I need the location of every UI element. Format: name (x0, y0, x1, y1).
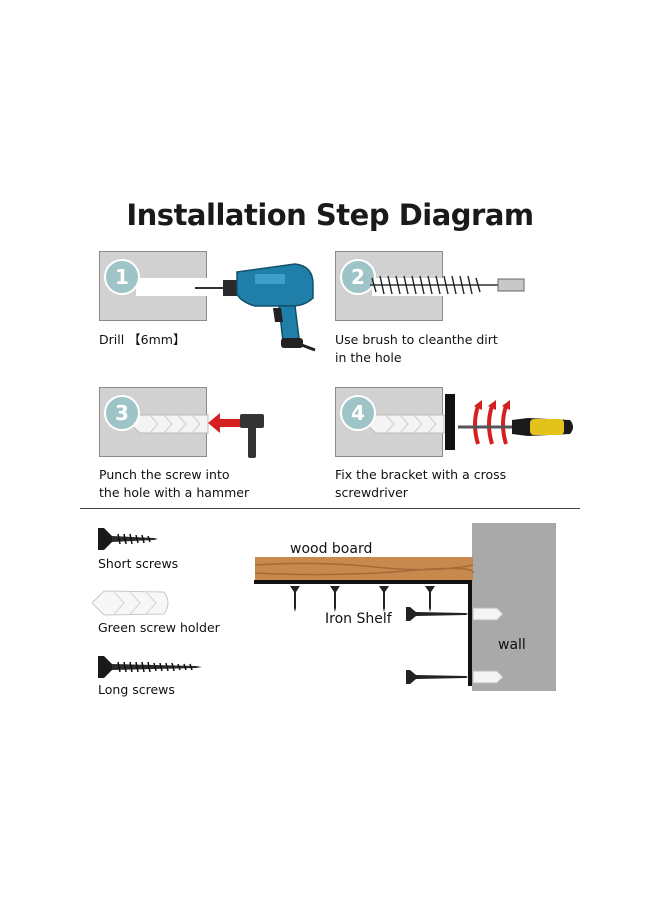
wall-anchor-icon (473, 670, 503, 684)
step-4-caption: Fix the bracket with a cross screwdriver (335, 466, 506, 502)
screw-icon (425, 586, 435, 612)
iron-shelf-bracket (254, 580, 472, 686)
caption-line: Use brush to cleanthe dirt (335, 332, 498, 347)
bracket-icon (445, 394, 455, 450)
long-screws-label: Long screws (98, 682, 175, 697)
step-2-caption: Use brush to cleanthe dirt in the hole (335, 331, 498, 367)
caption-line: Punch the screw into (99, 467, 230, 482)
step-4-panel: 4 (335, 387, 445, 457)
screw-holder-icon (92, 590, 169, 616)
screw-icon (330, 586, 340, 612)
drill-icon (195, 263, 316, 352)
long-screw-icon (98, 656, 202, 678)
wall-anchor-icon (473, 607, 503, 621)
screw-icon (379, 586, 389, 612)
step-2-badge: 2 (340, 259, 376, 295)
step-1-badge: 1 (104, 259, 140, 295)
hammer-icon (240, 414, 264, 458)
step-1-panel: 1 (99, 251, 208, 321)
section-divider (80, 508, 580, 509)
step-3-panel: 3 (99, 387, 209, 457)
drilled-hole (136, 278, 208, 296)
step-4-badge: 4 (340, 395, 376, 431)
iron-shelf-label: Iron Shelf (325, 611, 392, 627)
brush-icon (370, 275, 525, 295)
page-title: Installation Step Diagram (126, 198, 534, 232)
caption-line: Fix the bracket with a cross (335, 467, 507, 482)
wood-board-label: wood board (290, 541, 373, 557)
step-3-badge: 3 (104, 395, 140, 431)
wood-board-graphic (255, 557, 474, 581)
red-arrow-icon (208, 413, 244, 433)
screwdriver-icon (458, 418, 573, 436)
caption-line: screwdriver (335, 485, 408, 500)
step-3-caption: Punch the screw into the hole with a ham… (99, 466, 249, 502)
wall-label: wall (498, 637, 526, 653)
long-screw-icon (406, 607, 468, 621)
wall-graphic (472, 523, 556, 691)
caption-line: Drill 【6mm】 (99, 332, 186, 347)
long-screw-icon (406, 670, 468, 684)
rotation-arrows-icon (473, 400, 510, 445)
short-screw-icon (98, 528, 158, 550)
screw-icon (290, 586, 300, 612)
step-1-caption: Drill 【6mm】 (99, 331, 185, 349)
caption-line: in the hole (335, 350, 402, 365)
short-screws-label: Short screws (98, 556, 179, 571)
caption-line: the hole with a hammer (99, 485, 250, 500)
screw-holder-label: Green screw holder (98, 620, 220, 635)
